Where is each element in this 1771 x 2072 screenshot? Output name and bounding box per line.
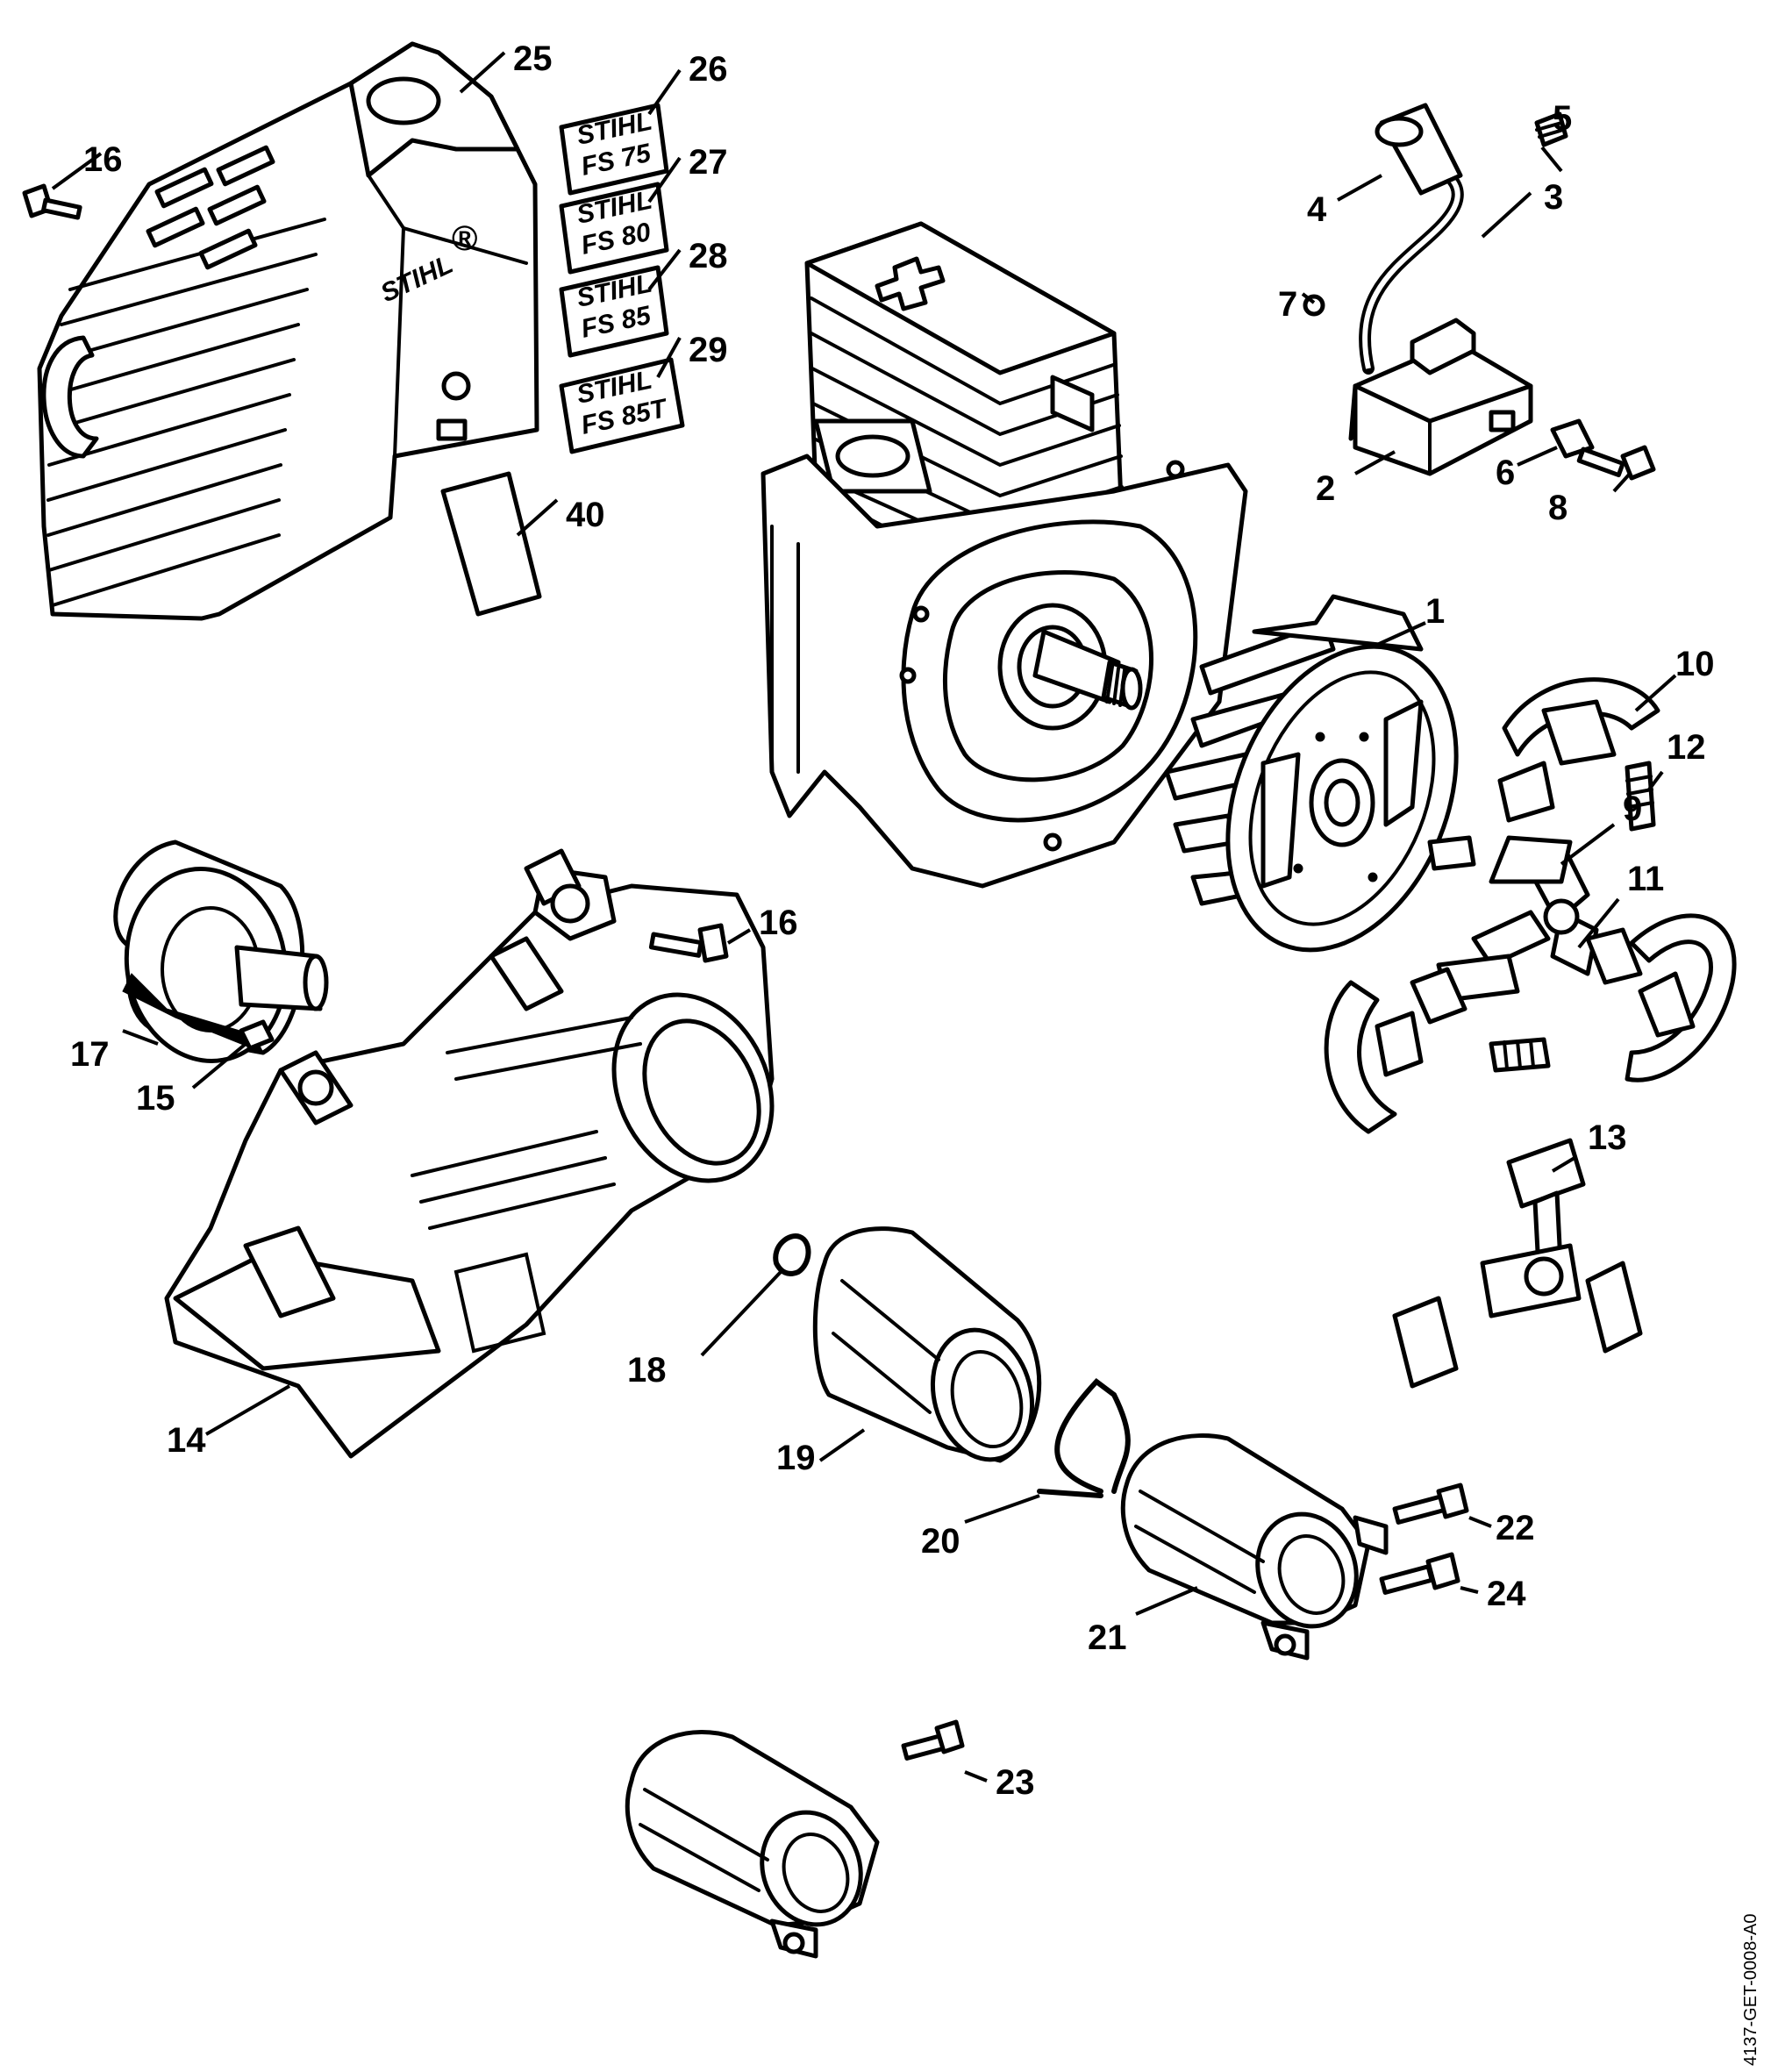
part-9-clutch-carrier — [1436, 761, 1599, 1003]
part-14-fan-housing — [164, 848, 775, 1459]
brand-registered-mark: ® — [452, 219, 477, 258]
callout-24: 24 — [1487, 1575, 1526, 1613]
decal-26: STIHL FS 75 — [559, 103, 669, 196]
part-17-rubber-mount — [113, 840, 329, 1063]
part-23-screw — [901, 1719, 965, 1761]
callout-5: 5 — [1553, 99, 1572, 138]
part-18-circlip — [773, 1233, 811, 1276]
decal-29: STIHL FS 85T — [559, 357, 685, 454]
clutch-spring-lower — [1489, 1037, 1551, 1073]
callout-17: 17 — [70, 1035, 110, 1074]
callout-12: 12 — [1667, 728, 1706, 767]
part-10-clutch-shoe — [1502, 677, 1660, 766]
part-11-clutch-shoe — [1585, 913, 1737, 1082]
part-20-wire-clip — [1037, 1377, 1131, 1498]
part-21-gear-housing — [1120, 1433, 1389, 1661]
part-15-pin — [239, 1019, 275, 1051]
callout-2: 2 — [1316, 469, 1335, 508]
callout-3: 3 — [1544, 178, 1563, 217]
callout-13: 13 — [1588, 1118, 1627, 1157]
callout-29: 29 — [689, 331, 728, 369]
part-5-spring — [1534, 111, 1568, 147]
callout-25: 25 — [513, 39, 553, 78]
callout-23: 23 — [996, 1763, 1035, 1802]
callout-10: 10 — [1675, 645, 1715, 683]
decal-28: STIHL FS 85 — [559, 265, 669, 358]
part-13-clutch-assembly-alt — [1392, 1138, 1643, 1389]
clutch-shoe-left — [1324, 967, 1468, 1134]
callout-22: 22 — [1496, 1509, 1535, 1547]
callout-9: 9 — [1623, 790, 1642, 828]
part-2-ignition-module — [1348, 318, 1533, 476]
callout-labels: 1 2 3 4 5 6 7 8 9 10 11 12 13 14 15 16 1… — [70, 39, 1715, 1802]
decal-group: STIHL FS 75 STIHL FS 80 STIHL FS 85 STIH… — [559, 103, 685, 454]
callout-4: 4 — [1307, 190, 1327, 229]
part-22-screw — [1392, 1483, 1469, 1525]
callout-6: 6 — [1496, 454, 1515, 492]
part-16-screw-top — [22, 183, 82, 220]
callout-8: 8 — [1548, 489, 1567, 527]
part-24-screw — [1379, 1552, 1460, 1595]
drawing-number: 4137-GET-0008-A0 — [1741, 1913, 1760, 2066]
callout-18: 18 — [627, 1351, 667, 1390]
part-8-screw — [1576, 445, 1656, 481]
callout-19: 19 — [776, 1439, 816, 1477]
decal-27: STIHL FS 80 — [559, 182, 669, 275]
callout-20: 20 — [921, 1522, 960, 1561]
callout-1: 1 — [1425, 592, 1445, 631]
callout-7: 7 — [1278, 285, 1297, 324]
part-12-spring — [1625, 761, 1656, 832]
part-4-spark-plug-boot — [1375, 103, 1463, 196]
leader-lines — [51, 51, 1677, 1783]
part-1-flywheel — [1164, 594, 1459, 953]
callout-27: 27 — [689, 143, 728, 182]
callout-14: 14 — [167, 1421, 206, 1460]
callout-26: 26 — [689, 50, 728, 89]
callout-28: 28 — [689, 237, 728, 275]
callout-16-top: 16 — [83, 140, 123, 179]
engine-cylinder-crankcase — [761, 221, 1248, 889]
callout-15: 15 — [136, 1079, 175, 1118]
clutch-spring-mid — [1427, 835, 1476, 871]
callout-16-mid: 16 — [759, 904, 798, 942]
callout-21: 21 — [1088, 1618, 1127, 1657]
callout-40: 40 — [566, 496, 605, 534]
part-19-sleeve — [812, 1226, 1042, 1463]
part-16-screw-mid — [648, 923, 729, 963]
part-40-label — [440, 471, 542, 617]
part-21-gear-housing-alt — [625, 1729, 880, 1959]
callout-11: 11 — [1627, 860, 1664, 898]
part-25-shroud: STIHL ® — [37, 41, 539, 621]
